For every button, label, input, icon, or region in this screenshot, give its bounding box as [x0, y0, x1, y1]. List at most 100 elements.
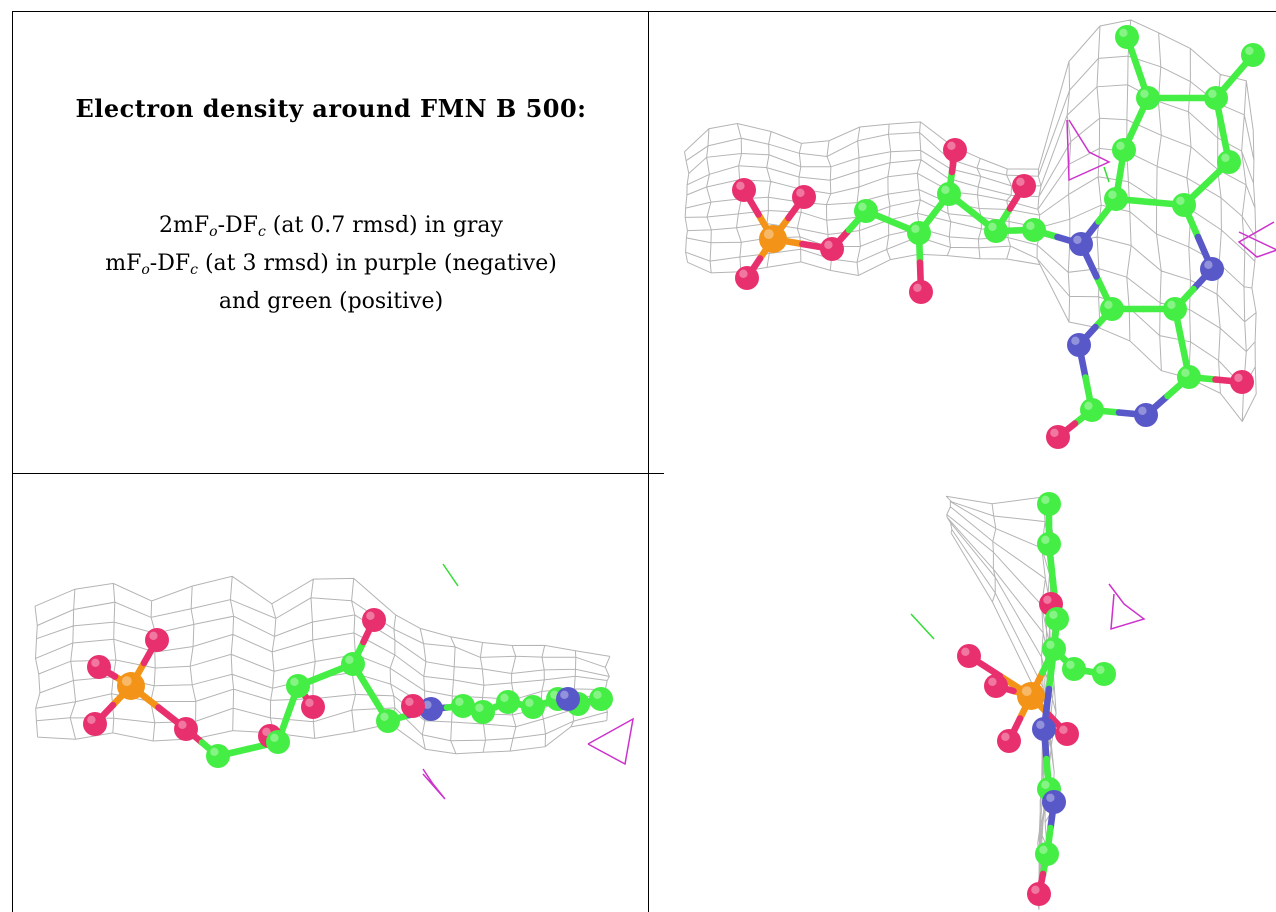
view-top-right [649, 12, 1276, 473]
atom-highlight [1138, 406, 1147, 415]
atom-highlight [947, 141, 956, 150]
atom-highlight [305, 698, 314, 707]
atom-highlight [366, 611, 375, 620]
carbon-atom [1177, 365, 1201, 389]
atom-highlight [1041, 780, 1050, 789]
positive-difference-peak [442, 563, 459, 587]
atom-highlight [988, 677, 997, 686]
oxygen-atom [401, 694, 425, 718]
oxygen-atom [997, 729, 1021, 753]
oxygen-atom [732, 178, 756, 202]
atom-highlight [1039, 845, 1048, 854]
oxygen-atom [1046, 425, 1070, 449]
nitrogen-atom [1042, 790, 1066, 814]
carbon-atom [376, 709, 400, 733]
carbon-atom [1115, 25, 1139, 49]
carbon-atom [1136, 86, 1160, 110]
caption-panel: Electron density around FMN B 500: 2mFo-… [13, 12, 648, 473]
carbon-atom [1104, 187, 1128, 211]
oxygen-atom [1230, 370, 1254, 394]
carbon-atom [907, 221, 931, 245]
atom-highlight [178, 720, 187, 729]
oxygen-atom [792, 185, 816, 209]
carbon-atom [521, 695, 545, 719]
fmn-density-face-view [684, 19, 1276, 449]
atom-highlight [1073, 235, 1082, 244]
atom-highlight [824, 240, 833, 249]
atom-highlight [1119, 28, 1128, 37]
atom-highlight [1234, 373, 1243, 382]
oxygen-atom [943, 138, 967, 162]
atom-highlight [1181, 368, 1190, 377]
nitrogen-atom [556, 687, 580, 711]
negative-difference-peak [1066, 119, 1111, 182]
atom-highlight [1041, 535, 1050, 544]
atom-highlight [988, 222, 997, 231]
atom-highlight [1116, 141, 1125, 150]
oxygen-atom [984, 674, 1008, 698]
negative-difference-peak [1108, 583, 1146, 631]
carbon-atom [266, 730, 290, 754]
atom-highlight [423, 700, 432, 709]
carbon-atom [1037, 492, 1061, 516]
atom-highlight [1245, 46, 1254, 55]
oxygen-atom [957, 644, 981, 668]
fmn-density-end-view [910, 492, 1146, 910]
grid-divider-horizontal [12, 473, 664, 474]
atom-highlight [1167, 300, 1176, 309]
carbon-atom [1204, 86, 1228, 110]
atom-highlight [1050, 428, 1059, 437]
atom-highlight [560, 690, 569, 699]
atom-highlight [736, 181, 745, 190]
carbon-atom [1217, 150, 1241, 174]
atom-highlight [1176, 196, 1185, 205]
carbon-atom [206, 744, 230, 768]
fmn-bottom-left-molecule [83, 608, 613, 768]
carbon-atom [1100, 297, 1124, 321]
atom-highlight [941, 185, 950, 194]
atom-highlight [763, 229, 774, 240]
atom-highlight [911, 224, 920, 233]
atom-highlight [525, 698, 534, 707]
positive-difference-peak [910, 613, 935, 640]
carbon-atom [471, 700, 495, 724]
nitrogen-atom [1069, 232, 1093, 256]
atom-highlight [262, 727, 271, 736]
legend-line-fo-fc: mFo-DFc (at 3 rmsd) in purple (negative) [105, 251, 557, 278]
atom-highlight [1041, 495, 1050, 504]
figure-grid: Electron density around FMN B 500: 2mFo-… [12, 11, 1276, 912]
atom-highlight [593, 690, 602, 699]
atom-highlight [91, 658, 100, 667]
atom-highlight [1016, 177, 1025, 186]
atom-highlight [1043, 595, 1052, 604]
carbon-atom [1037, 532, 1061, 556]
nitrogen-atom [419, 697, 443, 721]
grid-border-top [12, 11, 1276, 12]
atom-highlight [380, 712, 389, 721]
view-bottom-left [13, 474, 648, 912]
carbon-atom [854, 199, 878, 223]
atom-highlight [1204, 260, 1213, 269]
carbon-atom [341, 652, 365, 676]
atom-highlight [796, 188, 805, 197]
map-legend: 2mFo-DFc (at 0.7 rmsd) in gray mFo-DFc (… [13, 207, 648, 321]
nitrogen-atom [1067, 333, 1091, 357]
carbon-atom [589, 687, 613, 711]
atom-highlight [1066, 660, 1075, 669]
carbon-atom [1042, 637, 1066, 661]
atom-highlight [475, 703, 484, 712]
density-mesh-path [684, 19, 1257, 423]
atom-highlight [345, 655, 354, 664]
carbon-atom [451, 694, 475, 718]
atom-highlight [1001, 732, 1010, 741]
carbon-atom [286, 674, 310, 698]
atom-highlight [500, 693, 509, 702]
oxygen-atom [1012, 174, 1036, 198]
view-bottom-right [649, 474, 1276, 912]
oxygen-atom [735, 266, 759, 290]
atom-highlight [1096, 665, 1105, 674]
fmn-top-right-molecule [732, 25, 1265, 449]
atom-highlight [913, 283, 922, 292]
grid-border-left [12, 11, 13, 912]
atom-highlight [455, 697, 464, 706]
